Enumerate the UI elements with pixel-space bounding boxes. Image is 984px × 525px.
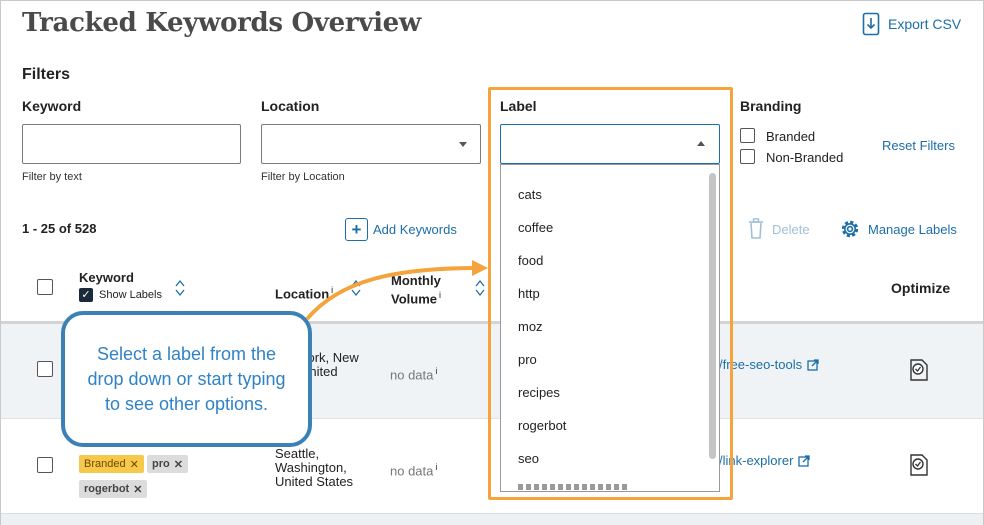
branded-checkbox[interactable]: [740, 128, 755, 143]
sort-icon[interactable]: [174, 278, 186, 298]
dropdown-option[interactable]: coffee: [518, 220, 554, 235]
close-icon[interactable]: ✕: [133, 483, 143, 496]
page-title: Tracked Keywords Overview: [22, 8, 421, 38]
external-link-icon: [807, 358, 819, 371]
table-header-divider: [1, 321, 983, 324]
row-url-link[interactable]: /link-explorer: [719, 453, 811, 468]
keyword-filter-input[interactable]: [22, 124, 241, 164]
row-location: Seattle, Washington, United States: [275, 446, 354, 489]
checkmark-icon: ✓: [79, 288, 93, 302]
reset-filters-link[interactable]: Reset Filters: [882, 138, 955, 153]
optimize-icon[interactable]: [908, 453, 930, 477]
filters-title: Filters: [22, 66, 71, 83]
label-tag[interactable]: pro✕: [147, 455, 188, 473]
chevron-down-icon: [459, 142, 467, 147]
callout-text: Select a label from the drop down or sta…: [87, 343, 286, 414]
non-branded-checkbox-label: Non-Branded: [766, 150, 844, 165]
dropdown-option[interactable]: cats: [518, 187, 542, 202]
keyword-column-header[interactable]: Keyword: [79, 270, 134, 285]
trash-icon: [749, 218, 763, 239]
keyword-filter-hint: Filter by text: [22, 171, 82, 183]
location-filter-label: Location: [261, 98, 320, 114]
optimize-icon[interactable]: [908, 358, 930, 382]
dropdown-option-cut: [518, 484, 628, 490]
dropdown-option[interactable]: food: [518, 253, 544, 268]
keyword-filter-label: Keyword: [22, 98, 82, 114]
label-filter-highlight: [488, 87, 733, 500]
chevron-up-icon: [697, 141, 705, 146]
dropdown-scrollbar[interactable]: [709, 173, 716, 459]
dropdown-option[interactable]: rogerbot: [518, 418, 567, 433]
select-all-checkbox[interactable]: [37, 279, 53, 295]
info-icon: i: [331, 285, 334, 295]
delete-label: Delete: [772, 221, 810, 237]
volume-header-line1: Monthly: [391, 273, 441, 288]
add-keywords-button[interactable]: + Add Keywords: [345, 218, 457, 241]
info-icon: i: [435, 366, 438, 376]
close-icon[interactable]: ✕: [129, 458, 139, 471]
branded-tag[interactable]: Branded✕: [79, 455, 144, 473]
show-labels-label: Show Labels: [99, 289, 162, 301]
export-label: Export CSV: [888, 16, 962, 32]
label-tag[interactable]: rogerbot✕: [79, 480, 148, 498]
non-branded-checkbox[interactable]: [740, 149, 755, 164]
row-checkbox[interactable]: [37, 361, 53, 377]
dropdown-option[interactable]: seo: [518, 451, 539, 466]
delete-button[interactable]: Delete: [748, 218, 810, 240]
plus-icon: +: [345, 218, 368, 241]
dropdown-option[interactable]: http: [518, 286, 540, 301]
export-csv-button[interactable]: Export CSV: [862, 12, 961, 36]
branding-filter-label: Branding: [740, 98, 802, 114]
row-url-text: /link-explorer: [719, 453, 794, 468]
location-header-text: Location: [275, 286, 330, 302]
manage-labels-button[interactable]: Manage Labels: [838, 217, 957, 241]
label-filter-select[interactable]: [500, 124, 720, 164]
instruction-callout: Select a label from the drop down or sta…: [61, 311, 312, 447]
row-checkbox[interactable]: [37, 457, 53, 473]
gear-icon: [841, 220, 859, 238]
location-filter-select[interactable]: [261, 124, 481, 164]
table-row: [1, 513, 983, 525]
show-labels-toggle[interactable]: ✓ Show Labels: [79, 288, 162, 302]
branded-checkbox-label: Branded: [766, 129, 816, 144]
label-dropdown-list[interactable]: cats coffee food http moz pro recipes ro…: [500, 164, 720, 492]
external-link-icon: [798, 454, 811, 467]
row-divider: [1, 418, 983, 419]
info-icon: i: [439, 290, 441, 300]
optimize-column-header: Optimize: [891, 280, 951, 296]
result-count: 1 - 25 of 528: [22, 221, 97, 236]
location-filter-hint: Filter by Location: [261, 171, 345, 183]
dropdown-option[interactable]: moz: [518, 319, 543, 334]
info-icon: i: [435, 462, 438, 472]
close-icon[interactable]: ✕: [173, 458, 183, 471]
sort-icon[interactable]: [474, 278, 486, 298]
sort-icon[interactable]: [350, 278, 362, 298]
row-url-link[interactable]: /free-seo-tools: [719, 357, 819, 372]
label-filter-label: Label: [500, 98, 537, 114]
dropdown-option[interactable]: pro: [518, 352, 537, 367]
add-keywords-label: Add Keywords: [373, 222, 457, 237]
manage-labels-label: Manage Labels: [868, 221, 957, 237]
dropdown-option[interactable]: recipes: [518, 385, 560, 400]
export-icon: [862, 12, 880, 36]
volume-header-line2: Volume: [391, 291, 437, 307]
row-url-text: /free-seo-tools: [719, 357, 803, 372]
